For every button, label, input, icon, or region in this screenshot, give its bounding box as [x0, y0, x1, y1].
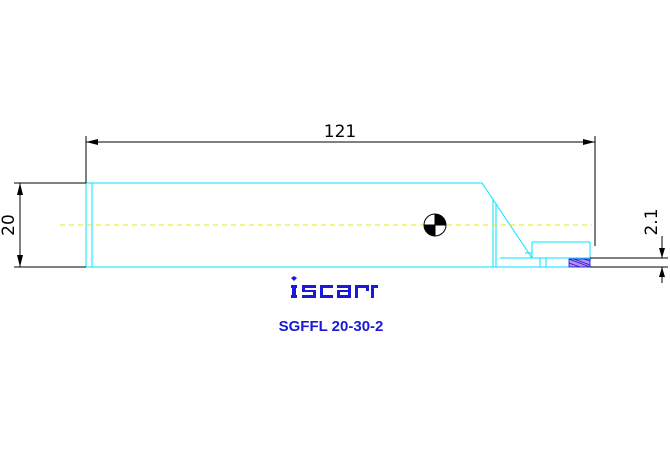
dimension-lines: [14, 136, 668, 283]
shank-height-dimension: 20: [0, 214, 19, 236]
center-of-gravity-icon: [423, 213, 447, 237]
groove-width-dimension: 2.1: [642, 208, 662, 235]
insert-tip: [568, 258, 591, 268]
insert-seat-outline: [525, 241, 591, 258]
clamp-outline: [500, 257, 547, 267]
overall-length-dimension: 121: [324, 122, 356, 142]
product-code: SGFFL 20-30-2: [279, 318, 384, 335]
iscar-logo: [291, 276, 378, 298]
